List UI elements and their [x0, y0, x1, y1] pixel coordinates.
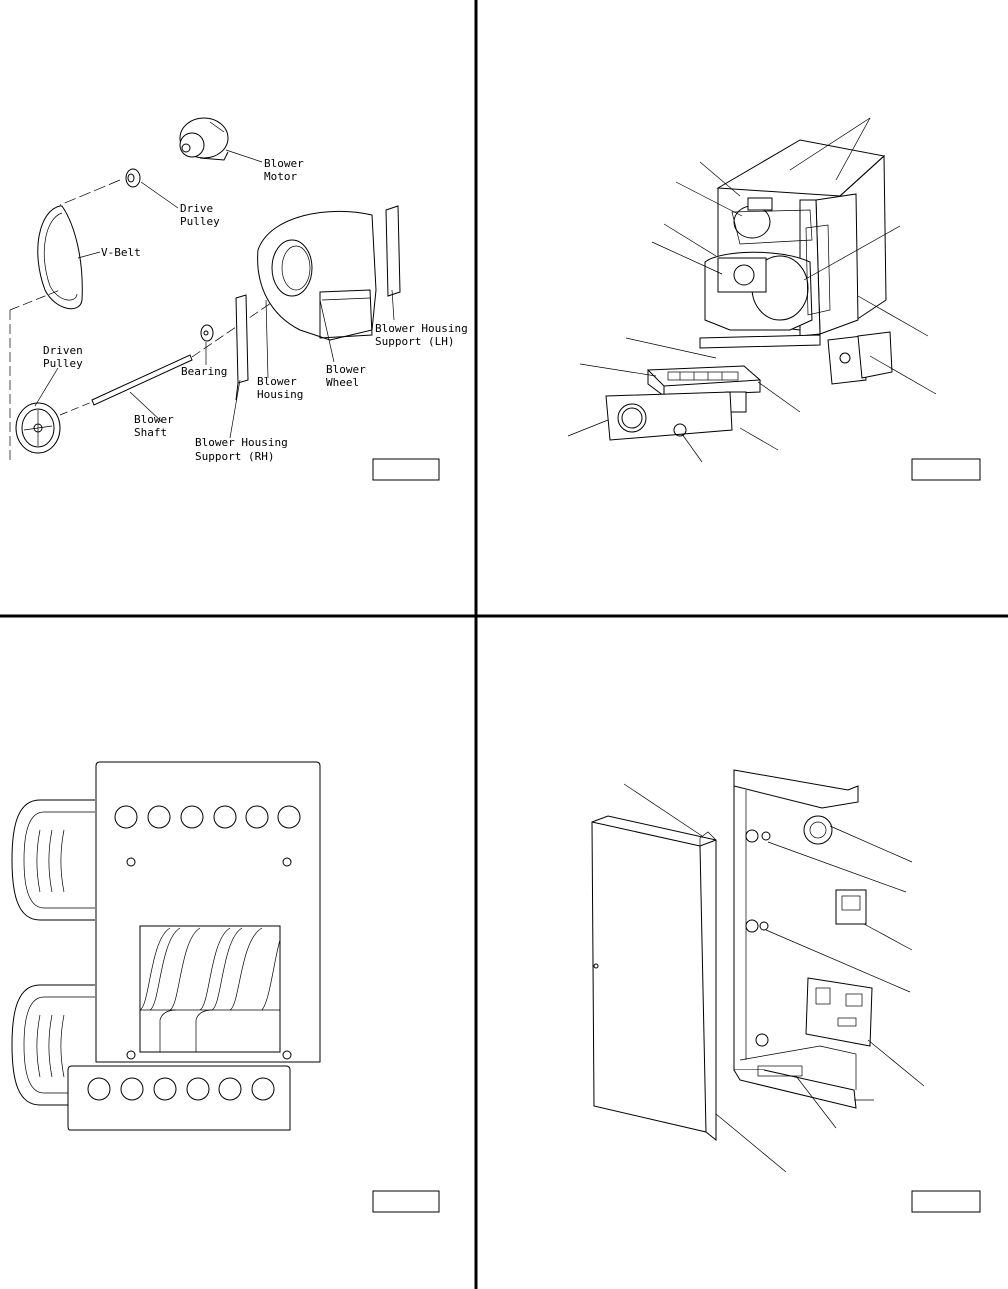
- blower-shaft: [91, 354, 193, 406]
- figure-number-box-bottom-right: [911, 1190, 981, 1213]
- label-drive-pulley-1: Drive: [180, 202, 213, 215]
- panel-top-left-blower-exploded: Blower Motor Drive Pulley V-Belt Driven …: [9, 117, 468, 481]
- label-driven-pulley-1: Driven: [43, 344, 83, 357]
- label-support-rh-2: Support (RH): [195, 450, 274, 463]
- figure-number-box-top-right: [911, 458, 981, 481]
- label-v-belt: V-Belt: [101, 246, 141, 259]
- label-blower-shaft-2: Shaft: [134, 426, 167, 439]
- label-blower-wheel-2: Wheel: [326, 376, 359, 389]
- v-belt: [37, 205, 83, 310]
- label-blower-motor-2: Motor: [264, 170, 297, 183]
- cabinet-blower: [704, 251, 813, 331]
- label-support-lh-1: Blower Housing: [375, 322, 468, 335]
- label-blower-housing-2: Housing: [257, 388, 303, 401]
- label-bearing: Bearing: [181, 365, 227, 378]
- bearing: [200, 324, 214, 342]
- plate-holes-upper: [114, 805, 301, 1060]
- blower-housing-support-rh: [235, 294, 249, 401]
- exchanger-window: [139, 925, 281, 1053]
- inducer-motor: [731, 197, 813, 245]
- control-box-body: [733, 769, 859, 809]
- blower-housing: [257, 210, 377, 341]
- label-support-rh-1: Blower Housing: [195, 436, 288, 449]
- plate-holes-lower: [87, 1077, 275, 1101]
- panel-bottom-left-heat-exchanger: [11, 761, 440, 1213]
- figure-number-box-bottom-left: [372, 1190, 440, 1213]
- burner-front-panel: [605, 391, 733, 441]
- control-box-cover: [591, 815, 717, 1142]
- label-blower-housing-1: Blower: [257, 375, 297, 388]
- blower-housing-support-lh: [385, 205, 401, 297]
- label-blower-shaft-1: Blower: [134, 413, 174, 426]
- label-driven-pulley-2: Pulley: [43, 357, 83, 370]
- label-drive-pulley-2: Pulley: [180, 215, 220, 228]
- blower-motor: [179, 117, 229, 161]
- label-blower-motor-1: Blower: [264, 157, 304, 170]
- transformer: [835, 889, 867, 925]
- label-support-lh-2: Support (LH): [375, 335, 454, 348]
- control-board: [805, 977, 873, 1047]
- figure-number-box-top-left: [372, 458, 440, 481]
- drive-pulley: [125, 168, 141, 188]
- panel-top-right-cabinet-exploded: [567, 117, 981, 481]
- pressure-switch: [803, 815, 833, 845]
- driven-pulley: [15, 402, 61, 454]
- label-blower-wheel-1: Blower: [326, 363, 366, 376]
- panel-bottom-right-control-box: [591, 769, 981, 1213]
